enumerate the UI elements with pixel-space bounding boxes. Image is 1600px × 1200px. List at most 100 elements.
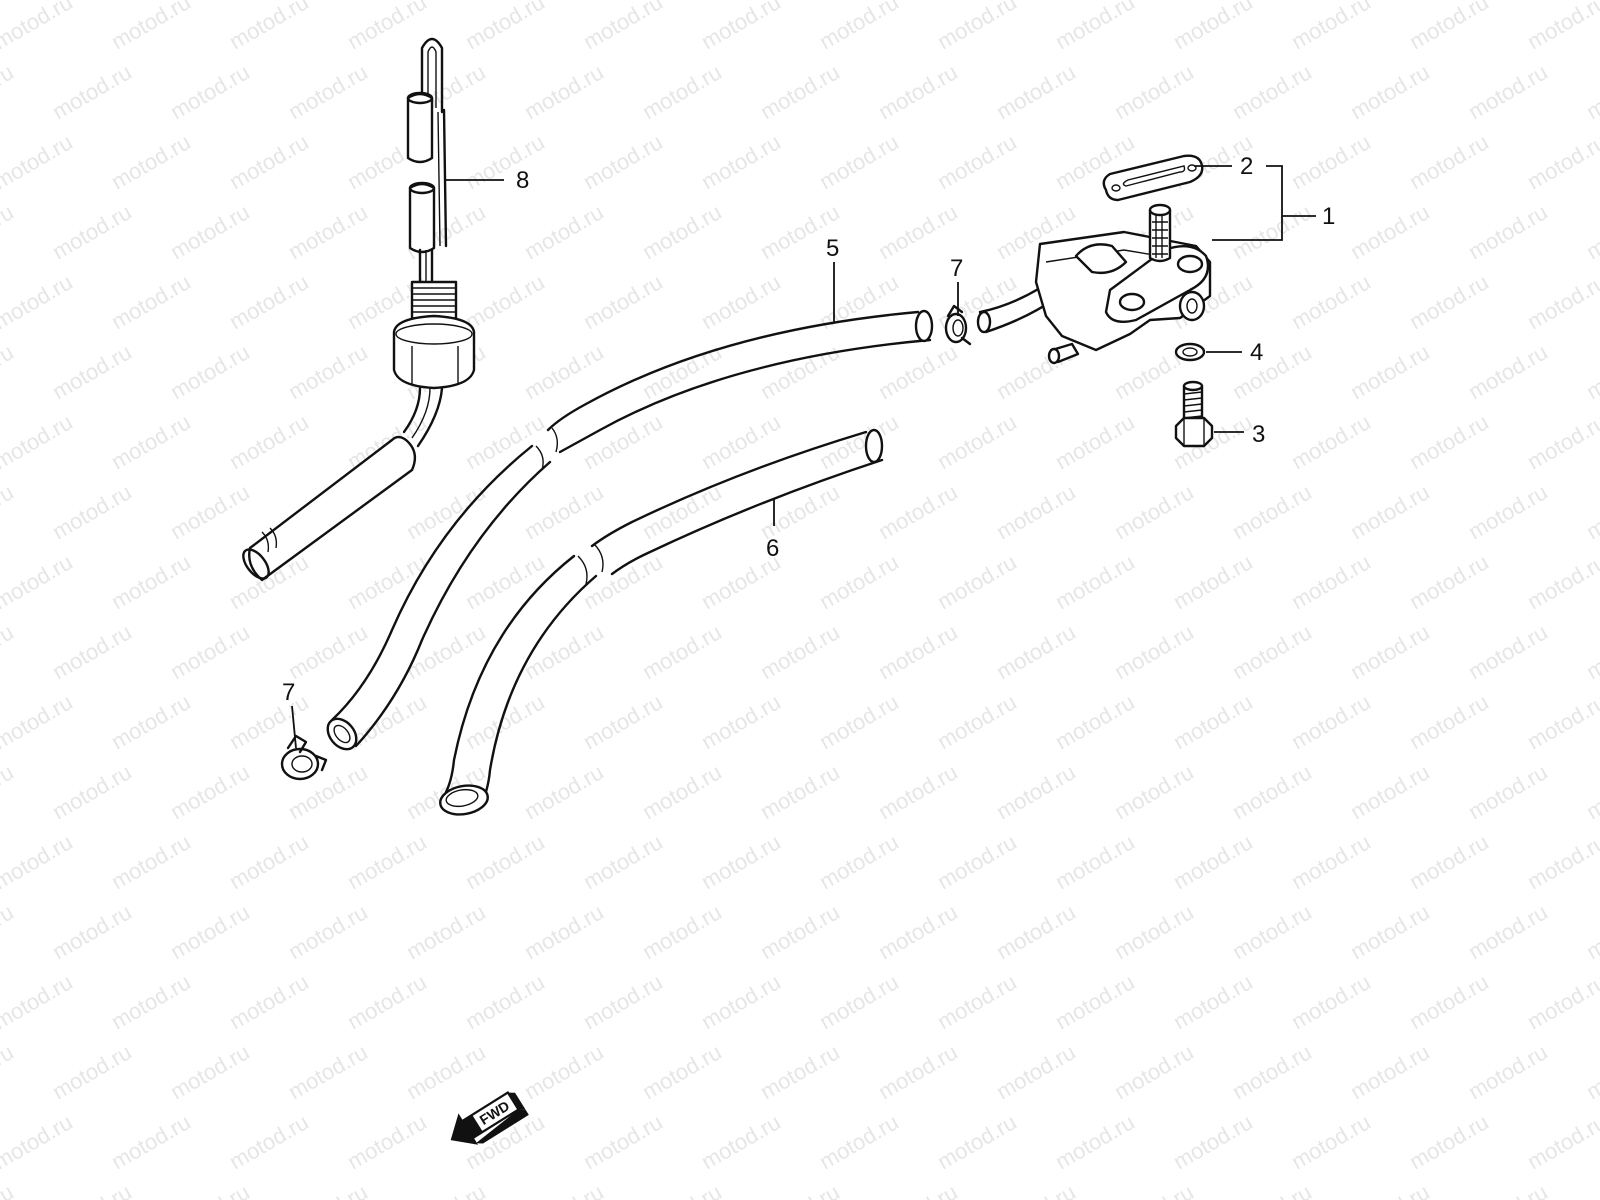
watermark-text: motod.ru <box>48 1039 136 1104</box>
watermark-text: motod.ru <box>992 619 1080 684</box>
watermark-text: motod.ru <box>697 269 785 334</box>
watermark-text: motod.ru <box>1287 549 1375 614</box>
watermark-text: motod.ru <box>874 759 962 824</box>
watermark-text: motod.ru <box>1051 689 1139 754</box>
watermark-text: motod.ru <box>48 339 136 404</box>
watermark-text: motod.ru <box>48 59 136 124</box>
watermark-text: motod.ru <box>166 759 254 824</box>
watermark-text: motod.ru <box>107 129 195 194</box>
watermark-text: motod.ru <box>461 269 549 334</box>
watermark-text: motod.ru <box>756 339 844 404</box>
watermark-text: motod.ru <box>0 759 18 824</box>
watermark-text: motod.ru <box>1228 1039 1316 1104</box>
watermark-text: motod.ru <box>992 759 1080 824</box>
watermark-text: motod.ru <box>579 969 667 1034</box>
watermark-text: motod.ru <box>1110 759 1198 824</box>
watermark-text: motod.ru <box>1346 339 1434 404</box>
watermark-text: motod.ru <box>0 409 77 474</box>
watermark-text: motod.ru <box>48 1179 136 1200</box>
watermark-text: motod.ru <box>1523 409 1600 474</box>
fuel-level-sender <box>242 37 476 582</box>
watermark-text: motod.ru <box>579 0 667 54</box>
watermark-text: motod.ru <box>1287 129 1375 194</box>
watermark-text: motod.ru <box>107 969 195 1034</box>
watermark-text: motod.ru <box>933 549 1021 614</box>
watermark-text: motod.ru <box>1523 969 1600 1034</box>
leader-lines <box>291 165 1316 749</box>
watermark-text: motod.ru <box>520 199 608 264</box>
watermark-text: motod.ru <box>0 339 18 404</box>
callout-6: 6 <box>766 535 779 562</box>
watermark-text: motod.ru <box>0 129 77 194</box>
watermark-text: motod.ru <box>638 619 726 684</box>
watermark-text: motod.ru <box>520 479 608 544</box>
watermark-text: motod.ru <box>402 619 490 684</box>
watermark-text: motod.ru <box>0 689 77 754</box>
watermark-text: motod.ru <box>343 549 431 614</box>
callout-7-upper: 7 <box>950 255 963 282</box>
watermark-text: motod.ru <box>1346 59 1434 124</box>
watermark-text: motod.ru <box>1169 0 1257 54</box>
watermark-text: motod.ru <box>874 1179 962 1200</box>
watermark-text: motod.ru <box>1523 549 1600 614</box>
watermark-text: motod.ru <box>0 829 77 894</box>
watermark-text: motod.ru <box>638 1039 726 1104</box>
watermark-text: motod.ru <box>697 969 785 1034</box>
watermark-text: motod.ru <box>48 199 136 264</box>
watermark-text: motod.ru <box>166 1039 254 1104</box>
watermark-text: motod.ru <box>756 759 844 824</box>
watermark-text: motod.ru <box>225 0 313 54</box>
callout-labels: 8 5 6 7 7 2 1 4 3 <box>282 153 1335 706</box>
watermark-text: motod.ru <box>1110 59 1198 124</box>
watermark-text: motod.ru <box>343 829 431 894</box>
watermark-text: motod.ru <box>0 199 18 264</box>
watermark-text: motod.ru <box>933 689 1021 754</box>
watermark-text: motod.ru <box>107 1109 195 1174</box>
watermark-text: motod.ru <box>933 0 1021 54</box>
watermark-text: motod.ru <box>1523 689 1600 754</box>
callout-8: 8 <box>516 167 529 194</box>
watermark-text: motod.ru <box>1405 0 1493 54</box>
watermark-text: motod.ru <box>815 549 903 614</box>
watermark-text: motod.ru <box>225 829 313 894</box>
watermark-text: motod.ru <box>579 129 667 194</box>
watermark-text: motod.ru <box>402 1039 490 1104</box>
watermark-text: motod.ru <box>1228 339 1316 404</box>
watermark-text: motod.ru <box>461 129 549 194</box>
watermark-text: motod.ru <box>166 199 254 264</box>
watermark-text: motod.ru <box>166 479 254 544</box>
watermark-text: motod.ru <box>166 339 254 404</box>
watermark-text: motod.ru <box>697 689 785 754</box>
watermark-text: motod.ru <box>225 269 313 334</box>
watermark-text: motod.ru <box>1464 899 1552 964</box>
watermark-text: motod.ru <box>1228 479 1316 544</box>
watermark-text: motod.ru <box>992 1039 1080 1104</box>
watermark-text: motod.ru <box>756 59 844 124</box>
watermark-text: motod.ru <box>1523 269 1600 334</box>
watermark-text: motod.ru <box>461 969 549 1034</box>
watermark-text: motod.ru <box>166 59 254 124</box>
watermark-text: motod.ru <box>461 689 549 754</box>
watermark-text: motod.ru <box>1051 1109 1139 1174</box>
watermark-text: motod.ru <box>1464 1039 1552 1104</box>
watermark-text: motod.ru <box>1228 899 1316 964</box>
watermark-text: motod.ru <box>1110 619 1198 684</box>
watermark-text: motod.ru <box>992 899 1080 964</box>
callout-2: 2 <box>1240 153 1253 180</box>
watermark-text: motod.ru <box>0 969 77 1034</box>
watermark-text: motod.ru <box>1051 549 1139 614</box>
watermark-text: motod.ru <box>1051 0 1139 54</box>
callout-7-lower: 7 <box>282 679 295 706</box>
watermark-text: motod.ru <box>1110 479 1198 544</box>
watermark-text: motod.ru <box>1287 1109 1375 1174</box>
callout-4: 4 <box>1250 339 1263 366</box>
watermark-text: motod.ru <box>1228 759 1316 824</box>
watermark-text: motod.ru <box>874 339 962 404</box>
watermark-text: motod.ru <box>107 829 195 894</box>
watermark-text: motod.ru <box>874 59 962 124</box>
watermark-text: motod.ru <box>1228 199 1316 264</box>
watermark-text: motod.ru <box>579 689 667 754</box>
watermark-text: motod.ru <box>815 1109 903 1174</box>
